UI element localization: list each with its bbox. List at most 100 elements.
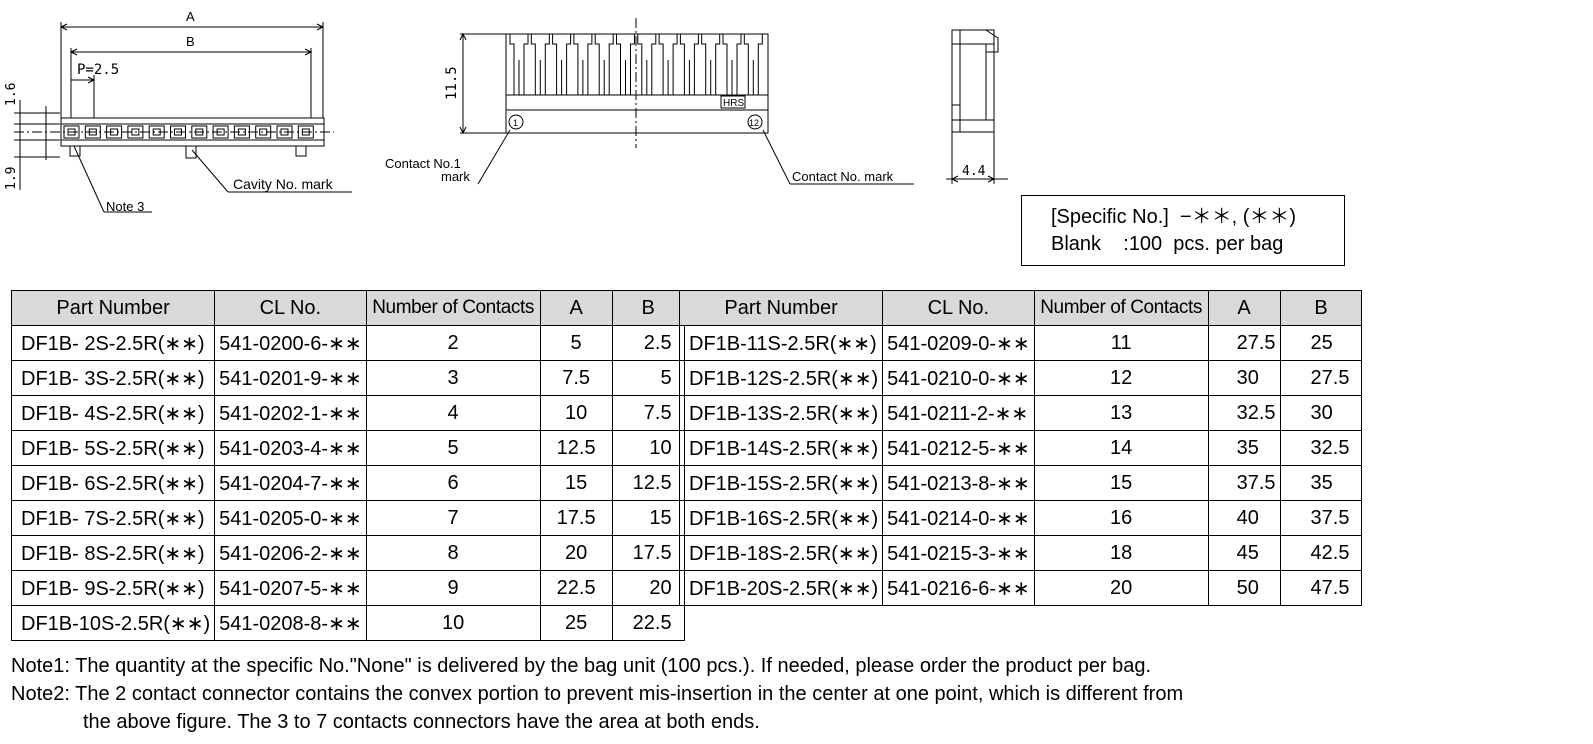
contacts-cell: 5 bbox=[365, 430, 541, 466]
cavity-inner bbox=[259, 128, 268, 136]
a-cell: 22.5 bbox=[539, 570, 613, 606]
contacts-cell: 12 bbox=[1033, 360, 1209, 396]
cavity-outline bbox=[106, 125, 123, 139]
part-number-cell: DF1B- 5S-2.5R(∗∗) bbox=[10, 430, 216, 466]
b-cell: 37.5 bbox=[1279, 500, 1363, 536]
cl-no-cell: 541-0214-0-∗∗ bbox=[882, 500, 1035, 536]
dim-1-6-label: 1.6 bbox=[4, 83, 19, 106]
a-cell: 40 bbox=[1207, 500, 1281, 536]
part-number-cell: DF1B- 8S-2.5R(∗∗) bbox=[10, 535, 216, 571]
note-2: Note2: The 2 contact connector contains … bbox=[11, 683, 1184, 705]
cavity-outline bbox=[127, 125, 144, 139]
circle-12-label: 12 bbox=[749, 118, 759, 128]
cavity-inner bbox=[88, 128, 97, 136]
cavity-inner bbox=[237, 128, 246, 136]
b-cell: 30 bbox=[1279, 395, 1363, 431]
cavity-outline bbox=[233, 125, 250, 139]
cl-no-cell: 541-0213-8-∗∗ bbox=[882, 465, 1035, 501]
col-cl-no: CL No. bbox=[214, 290, 367, 326]
contacts-cell: 16 bbox=[1033, 500, 1209, 536]
part-number-cell: DF1B-20S-2.5R(∗∗) bbox=[678, 570, 884, 606]
col-a: A bbox=[539, 290, 613, 326]
contacts-cell: 7 bbox=[365, 500, 541, 536]
circle-1-label: 1 bbox=[513, 118, 518, 128]
a-cell: 25 bbox=[539, 605, 613, 641]
b-cell: 7.5 bbox=[611, 395, 685, 431]
a-cell: 37.5 bbox=[1207, 465, 1281, 501]
cavity-outline bbox=[212, 125, 229, 139]
cavity-inner bbox=[152, 128, 161, 136]
b-cell: 2.5 bbox=[611, 325, 685, 361]
cavity-mark-label: Cavity No. mark bbox=[233, 176, 334, 192]
part-number-cell: DF1B-14S-2.5R(∗∗) bbox=[678, 430, 884, 466]
cl-no-cell: 541-0200-6-∗∗ bbox=[214, 325, 367, 361]
cavity-outline bbox=[170, 125, 186, 139]
col-contacts: Number of Contacts bbox=[1033, 290, 1209, 326]
b-cell: 12.5 bbox=[611, 465, 685, 501]
part-number-cell: DF1B-16S-2.5R(∗∗) bbox=[678, 500, 884, 536]
part-number-cell: DF1B- 3S-2.5R(∗∗) bbox=[10, 360, 216, 396]
cavity-inner bbox=[110, 128, 119, 136]
dim-b-label: B bbox=[186, 34, 195, 49]
contacts-cell: 18 bbox=[1033, 535, 1209, 571]
part-number-cell: DF1B- 4S-2.5R(∗∗) bbox=[10, 395, 216, 431]
a-cell: 20 bbox=[539, 535, 613, 571]
contacts-cell: 11 bbox=[1033, 325, 1209, 361]
a-cell: 27.5 bbox=[1207, 325, 1281, 361]
contacts-cell: 20 bbox=[1033, 570, 1209, 606]
contacts-cell: 4 bbox=[365, 395, 541, 431]
part-number-cell: DF1B- 6S-2.5R(∗∗) bbox=[10, 465, 216, 501]
a-cell: 17.5 bbox=[539, 500, 613, 536]
cl-no-cell: 541-0203-4-∗∗ bbox=[214, 430, 367, 466]
cl-no-cell: 541-0210-0-∗∗ bbox=[882, 360, 1035, 396]
cl-no-cell: 541-0211-2-∗∗ bbox=[882, 395, 1035, 431]
specific-no-box: [Specific No.] −＊＊, (＊＊) Blank :100 pcs.… bbox=[1021, 195, 1345, 266]
part-number-cell: DF1B-18S-2.5R(∗∗) bbox=[678, 535, 884, 571]
cl-no-cell: 541-0207-5-∗∗ bbox=[214, 570, 367, 606]
dim-4-4-label: 4.4 bbox=[962, 164, 986, 179]
contacts-cell: 2 bbox=[365, 325, 541, 361]
b-cell: 25 bbox=[1279, 325, 1363, 361]
cl-no-cell: 541-0204-7-∗∗ bbox=[214, 465, 367, 501]
b-cell: 27.5 bbox=[1279, 360, 1363, 396]
b-cell: 15 bbox=[611, 500, 685, 536]
cl-no-cell: 541-0202-1-∗∗ bbox=[214, 395, 367, 431]
cl-no-cell: 541-0209-0-∗∗ bbox=[882, 325, 1035, 361]
cl-no-cell: 541-0215-3-∗∗ bbox=[882, 535, 1035, 571]
pitch-label: P=2.5 bbox=[77, 62, 119, 78]
cavity-outline bbox=[63, 125, 80, 139]
dim-11-5-label: 11.5 bbox=[444, 66, 460, 100]
cavity-inner bbox=[67, 128, 76, 136]
cavity-outline bbox=[255, 125, 272, 139]
blank-qty-line: Blank :100 pcs. per bag bbox=[1051, 233, 1284, 255]
col-b: B bbox=[1279, 290, 1363, 326]
cavity-outline bbox=[148, 125, 165, 139]
part-number-cell: DF1B-10S-2.5R(∗∗) bbox=[10, 605, 216, 641]
cl-no-cell: 541-0212-5-∗∗ bbox=[882, 430, 1035, 466]
b-cell: 20 bbox=[611, 570, 685, 606]
contacts-cell: 10 bbox=[365, 605, 541, 641]
cavity-outline bbox=[276, 125, 293, 139]
b-cell: 35 bbox=[1279, 465, 1363, 501]
b-cell: 42.5 bbox=[1279, 535, 1363, 571]
part-number-cell: DF1B-11S-2.5R(∗∗) bbox=[678, 325, 884, 361]
contacts-cell: 8 bbox=[365, 535, 541, 571]
a-cell: 12.5 bbox=[539, 430, 613, 466]
cavity-inner bbox=[216, 128, 225, 136]
a-cell: 35 bbox=[1207, 430, 1281, 466]
table-header-row: Part Number CL No. Number of Contacts A … bbox=[678, 290, 1363, 326]
note-2-continued: the above figure. The 3 to 7 contacts co… bbox=[83, 711, 760, 733]
col-part-number: Part Number bbox=[678, 290, 884, 326]
b-cell: 22.5 bbox=[611, 605, 685, 641]
hrs-logo: HRS bbox=[723, 98, 744, 109]
cavity-outline bbox=[297, 125, 314, 139]
